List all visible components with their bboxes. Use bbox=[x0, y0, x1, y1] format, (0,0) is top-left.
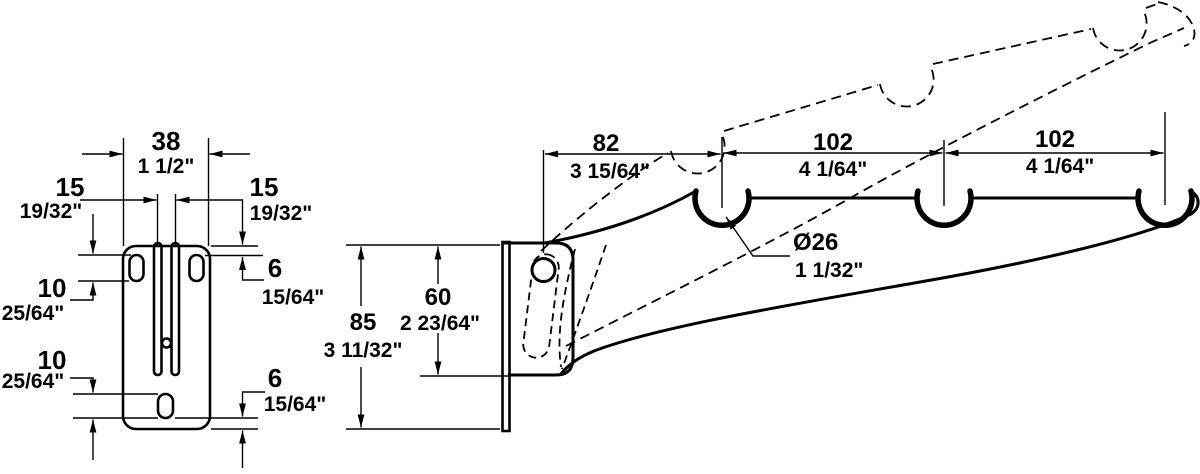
hook-notch-1 bbox=[692, 188, 752, 228]
folded-hook-2 bbox=[879, 65, 935, 108]
dim-bracket-height-inch: 2 23/64" bbox=[400, 312, 480, 335]
dim-bottom-edge-inch: 15/64" bbox=[264, 393, 327, 416]
dim-bracket-height-mm: 60 bbox=[425, 284, 452, 311]
folded-arm-tip bbox=[1157, 1, 1196, 47]
arm-bottom-edge bbox=[559, 189, 1200, 375]
folded-arm-top-edge bbox=[1145, 3, 1158, 9]
mounting-plate-outline bbox=[121, 244, 212, 431]
dim-hook-diameter-inch: 1 1/32" bbox=[795, 259, 863, 282]
dim-plate-width-inch: 1 1/2" bbox=[138, 155, 195, 178]
dim-arrow bbox=[239, 257, 264, 281]
dim-top-slot-mm: 10 bbox=[38, 273, 67, 303]
dim-hook-diameter-mm: Ø26 bbox=[793, 229, 838, 256]
dim-arrow bbox=[239, 199, 246, 245]
pivot-head-outline bbox=[502, 241, 575, 377]
dim-top-edge-inch: 15/64" bbox=[262, 286, 325, 309]
dim-bottom-edge-mm: 6 bbox=[268, 363, 282, 393]
dim-plate-width-mm: 38 bbox=[152, 126, 181, 156]
dim-offset-left-mm: 15 bbox=[56, 172, 85, 202]
folded-hook-1 bbox=[670, 132, 726, 175]
dim-arrow bbox=[70, 377, 97, 393]
dim-arrow bbox=[70, 282, 97, 301]
top-left-slot bbox=[128, 253, 145, 283]
dim-offset-right-mm: 15 bbox=[250, 172, 279, 202]
folded-hook-3 bbox=[1092, 9, 1148, 52]
dim-pivot-to-hook-mm: 82 bbox=[593, 130, 620, 157]
center-hole bbox=[160, 337, 173, 349]
hidden-slot bbox=[522, 253, 560, 359]
dim-pivot-to-hook-inch: 3 15/64" bbox=[570, 160, 650, 183]
folded-arm-top-edge bbox=[540, 152, 669, 252]
dim-offset-right-inch: 19/32" bbox=[250, 202, 313, 225]
dim-total-height-mm: 85 bbox=[350, 309, 377, 336]
dim-total-height-inch: 3 11/32" bbox=[324, 339, 403, 362]
pivot-hole bbox=[530, 257, 557, 283]
dim-bottom-slot-inch: 25/64" bbox=[2, 370, 65, 393]
hook-notch-2 bbox=[914, 188, 974, 228]
dim-top-slot-inch: 25/64" bbox=[2, 302, 65, 325]
center-slot-left bbox=[152, 241, 163, 377]
folded-arm-bottom-edge bbox=[565, 27, 1185, 347]
dim-offset-left-inch: 19/32" bbox=[20, 200, 83, 223]
arm-top-edge bbox=[544, 189, 697, 245]
wall-plate-edge bbox=[501, 240, 511, 433]
dim-hook-pitch1-inch: 4 1/64" bbox=[799, 158, 867, 181]
bottom-slot bbox=[156, 392, 175, 420]
center-slot-right bbox=[170, 241, 181, 377]
dim-hook-pitch2-inch: 4 1/64" bbox=[1026, 155, 1094, 178]
side-view: 82 3 15/64" 102 4 1/64" 102 4 1/64" Ø26 … bbox=[324, 1, 1200, 433]
dim-hook-pitch1-mm: 102 bbox=[813, 129, 853, 156]
hidden-fold-edge bbox=[558, 248, 576, 368]
front-view: 38 1 1/2" 15 19/32" 15 19/32" 10 25/64" … bbox=[2, 126, 327, 468]
hidden-fold-edge bbox=[561, 244, 607, 370]
dim-bottom-slot-mm: 10 bbox=[38, 345, 67, 375]
dim-top-edge-mm: 6 bbox=[268, 253, 282, 283]
folded-arm-top-edge bbox=[932, 28, 1092, 65]
folded-arm-top-edge bbox=[723, 84, 879, 132]
leader-arrow bbox=[725, 216, 790, 257]
dim-arrow bbox=[239, 391, 265, 417]
top-right-slot bbox=[188, 253, 205, 283]
dim-hook-pitch2-mm: 102 bbox=[1035, 126, 1075, 153]
